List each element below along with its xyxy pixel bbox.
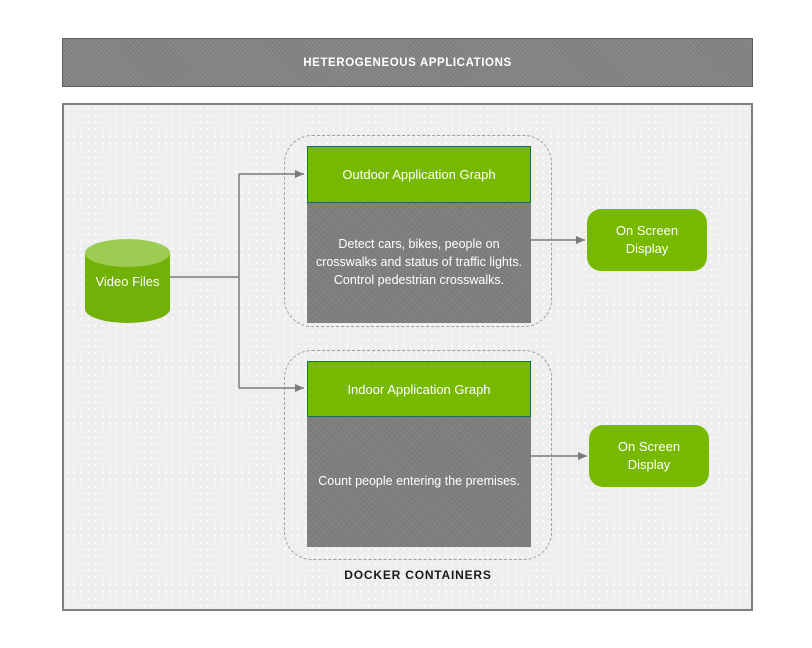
heterogeneous-applications-banner: HETEROGENEOUS APPLICATIONS — [62, 38, 753, 87]
outdoor-application-graph-body: Detect cars, bikes, people on crosswalks… — [307, 203, 531, 323]
banner-label: HETEROGENEOUS APPLICATIONS — [303, 56, 512, 69]
video-files-label: Video Files — [95, 273, 160, 289]
on-screen-display-bottom-box: On Screen Display — [589, 425, 709, 487]
on-screen-display-bottom-label: On Screen Display — [617, 439, 681, 472]
outdoor-application-graph-header: Outdoor Application Graph — [307, 146, 531, 203]
indoor-application-graph-title: Indoor Application Graph — [347, 381, 491, 397]
docker-containers-label: DOCKER CONTAINERS — [344, 568, 492, 582]
indoor-docker-container — [284, 350, 552, 560]
indoor-application-graph-description: Count people entering the premises. — [318, 474, 520, 489]
outdoor-docker-container — [284, 135, 552, 327]
on-screen-display-top-box: On Screen Display — [587, 209, 707, 271]
outdoor-application-graph-title: Outdoor Application Graph — [342, 167, 496, 182]
indoor-application-graph-body: Count people entering the premises. — [307, 417, 531, 547]
on-screen-display-top-label: On Screen Display — [615, 223, 679, 256]
indoor-application-graph-header: Indoor Application Graph — [307, 361, 531, 417]
outdoor-application-graph-description: Detect cars, bikes, people on crosswalks… — [315, 237, 523, 287]
video-files-cylinder-top — [85, 239, 170, 267]
